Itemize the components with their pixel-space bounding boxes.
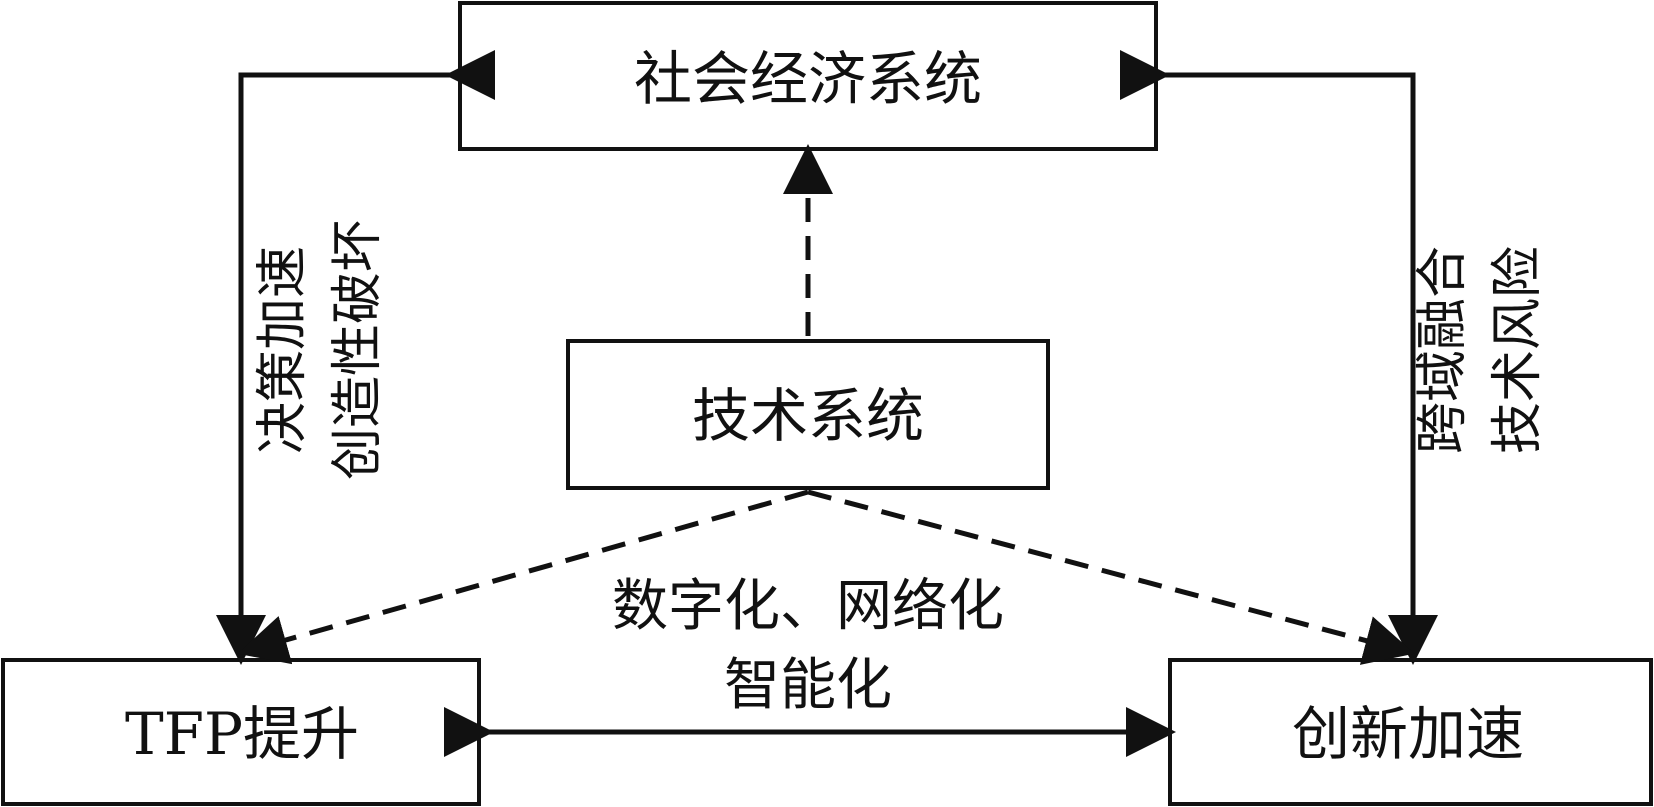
socio-economic-system-box (458, 1, 1158, 151)
left-bidirectional-connector (216, 50, 495, 665)
left-label-creative-destruction: 创造性破坏 (328, 220, 388, 480)
technology-system-box (566, 339, 1050, 490)
left-label-decision-acceleration: 决策加速 (253, 246, 313, 454)
center-label-digital-networked: 数字化、网络化 (612, 574, 1004, 639)
center-label-intelligent: 智能化 (724, 653, 892, 718)
right-label-technology-risk: 技术风险 (1488, 246, 1548, 454)
innovation-acceleration-box (1168, 658, 1653, 806)
tfp-improvement-label: TFP提升 (125, 700, 359, 768)
tech-to-innovation-dashed-arrow (807, 489, 1415, 665)
right-bidirectional-connector (1120, 50, 1438, 665)
right-label-cross-domain-fusion: 跨域融合 (1413, 246, 1473, 454)
socio-economic-system-label: 社会经济系统 (634, 45, 982, 113)
technology-system-label: 技术系统 (692, 382, 924, 450)
innovation-acceleration-label: 创新加速 (1292, 700, 1524, 768)
tech-to-tfp-dashed-arrow (237, 489, 809, 665)
